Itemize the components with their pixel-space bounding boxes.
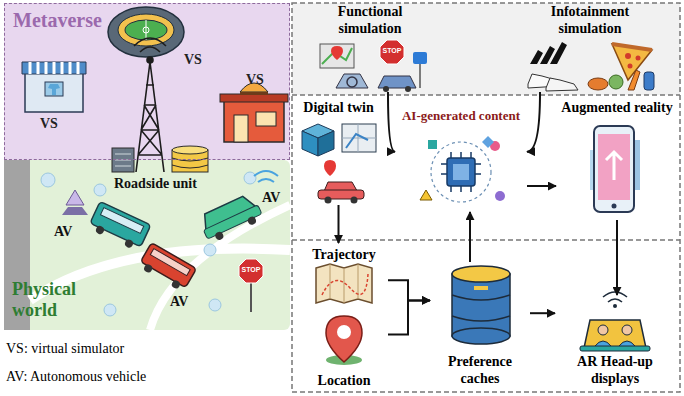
icon-node: AR Head-up displays [555,295,675,390]
text-label: VS [40,116,58,133]
node-label: Location [318,373,371,390]
icon-node: AI-generated content [395,108,527,212]
node-label: AR Head-up displays [568,354,663,388]
icon-node: Location [300,310,388,392]
text-label: VS [184,52,202,69]
icon-node: Infotainment simulation [520,4,660,92]
icon-node: Digital twin [297,100,380,205]
icon-node: Augmented reality [556,100,678,220]
flow-arrow [616,220,618,295]
node-label: Metaverse [13,8,102,32]
flow-arrow [338,205,340,243]
flow-arrow [530,312,555,314]
sign-text: STOP [380,47,404,55]
text-label: AV [262,190,280,207]
text-label: VS: virtual simulator [6,341,124,358]
icon-node: Trajectory [300,243,388,305]
node-label: Functional simulation [314,4,426,38]
flow-arrow [388,92,395,152]
node-label: Infotainment simulation [530,4,650,38]
text-label: Roadside unit [114,176,197,193]
flow-arrow [527,92,540,152]
text-label: AV [54,224,72,241]
text-label: VS [246,72,264,89]
icon-node: Preference caches [430,262,530,390]
node-label: Trajectory [312,247,375,264]
icon-node: Functional simulation [312,4,428,92]
text-label: AV [170,294,188,311]
flow-arrow [388,300,430,334]
node-label: AI-generated content [402,108,520,124]
flow-arrow [388,280,430,300]
flow-arrow [527,185,556,187]
sign-text: STOP [239,266,263,274]
flow-arrow [469,212,471,262]
text-label: AV: Autonomous vehicle [6,369,146,386]
node-label: Augmented reality [561,100,672,117]
node-label: Preference caches [433,354,528,388]
node-label: Digital twin [303,100,373,117]
node-label: Physical world [12,279,112,322]
